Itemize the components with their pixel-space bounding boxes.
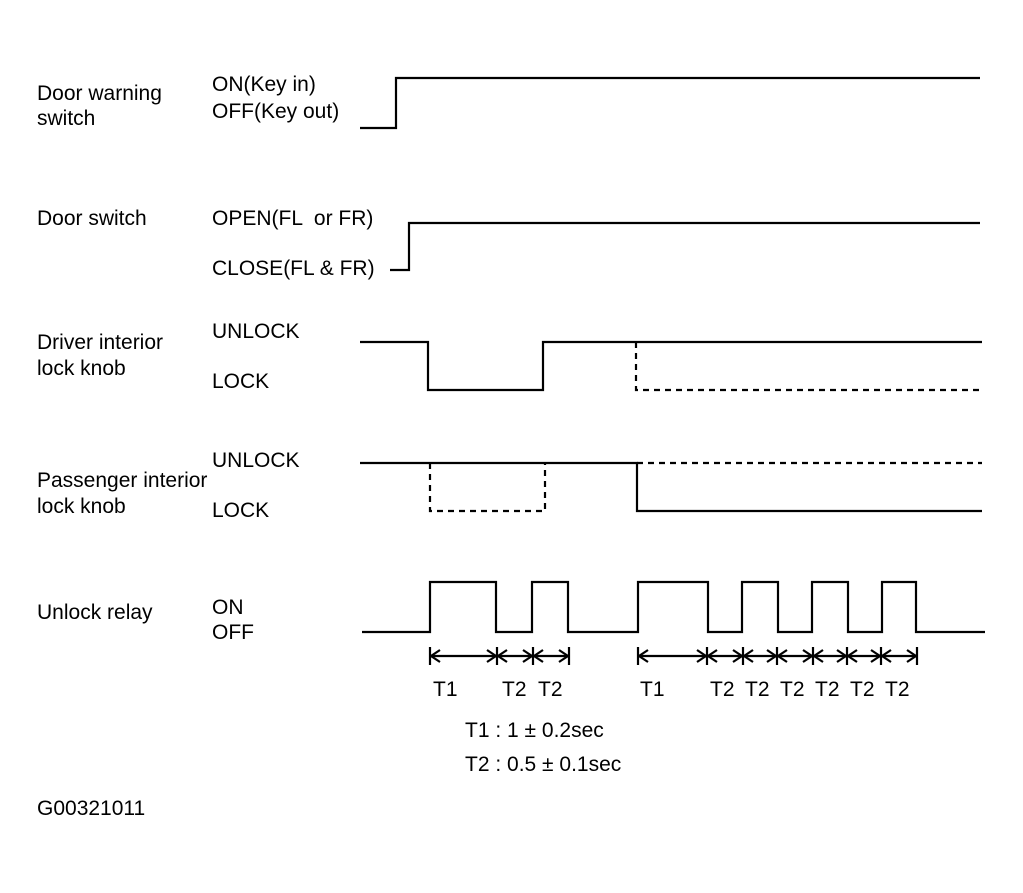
row-door-warning-high-label: ON(Key in) <box>212 73 316 96</box>
row-passenger-knob-low-label: LOCK <box>212 499 270 522</box>
row-driver-knob-name-line2: lock knob <box>37 357 126 380</box>
timing-label: T2 <box>710 678 735 701</box>
legend-t1: T1 : 1 ± 0.2sec <box>465 719 604 742</box>
waveform-driver-knob <box>360 340 982 392</box>
timing-label: T1 <box>640 678 665 701</box>
row-passenger-knob-name-line1: Passenger interior <box>37 469 208 492</box>
row-unlock-relay-name-line1: Unlock relay <box>37 601 153 624</box>
timing-label: T2 <box>502 678 527 701</box>
figure-code: G00321011 <box>37 797 146 820</box>
timing-label: T2 <box>780 678 805 701</box>
waveform-passenger-knob <box>360 461 982 513</box>
row-door-warning-low-label: OFF(Key out) <box>212 100 340 123</box>
timing-label: T2 <box>745 678 770 701</box>
timing-label: T1 <box>433 678 458 701</box>
waveform-driver-knob-dashed <box>634 342 982 392</box>
row-unlock-relay-low-label: OFF <box>212 621 254 644</box>
row-driver-knob-name-line1: Driver interior <box>37 331 164 354</box>
row-door-warning-name-line1: Door warning <box>37 82 162 105</box>
legend-t2: T2 : 0.5 ± 0.1sec <box>465 753 622 776</box>
row-driver-knob-high-label: UNLOCK <box>212 320 300 343</box>
timing-label: T2 <box>815 678 840 701</box>
timing-label: T2 <box>538 678 563 701</box>
row-passenger-knob-high-label: UNLOCK <box>212 449 300 472</box>
row-door-switch-low-label: CLOSE(FL & FR) <box>212 257 375 280</box>
waveform-door-switch <box>390 221 980 272</box>
row-door-switch-high-label: OPEN(FL or FR) <box>212 207 374 230</box>
waveform-door-warning <box>360 76 980 130</box>
row-driver-knob-low-label: LOCK <box>212 370 270 393</box>
timing-label: T2 <box>885 678 910 701</box>
timing-label: T2 <box>850 678 875 701</box>
row-door-switch-name-line1: Door switch <box>37 207 147 230</box>
row-door-warning-name-line2: switch <box>37 107 96 130</box>
row-passenger-knob-name-line2: lock knob <box>37 495 126 518</box>
waveform-unlock-relay <box>362 580 985 634</box>
waveform-passenger-knob-dashed-pulse <box>428 463 547 513</box>
timing-arrows <box>428 647 919 665</box>
row-unlock-relay-high-label: ON <box>212 596 244 619</box>
